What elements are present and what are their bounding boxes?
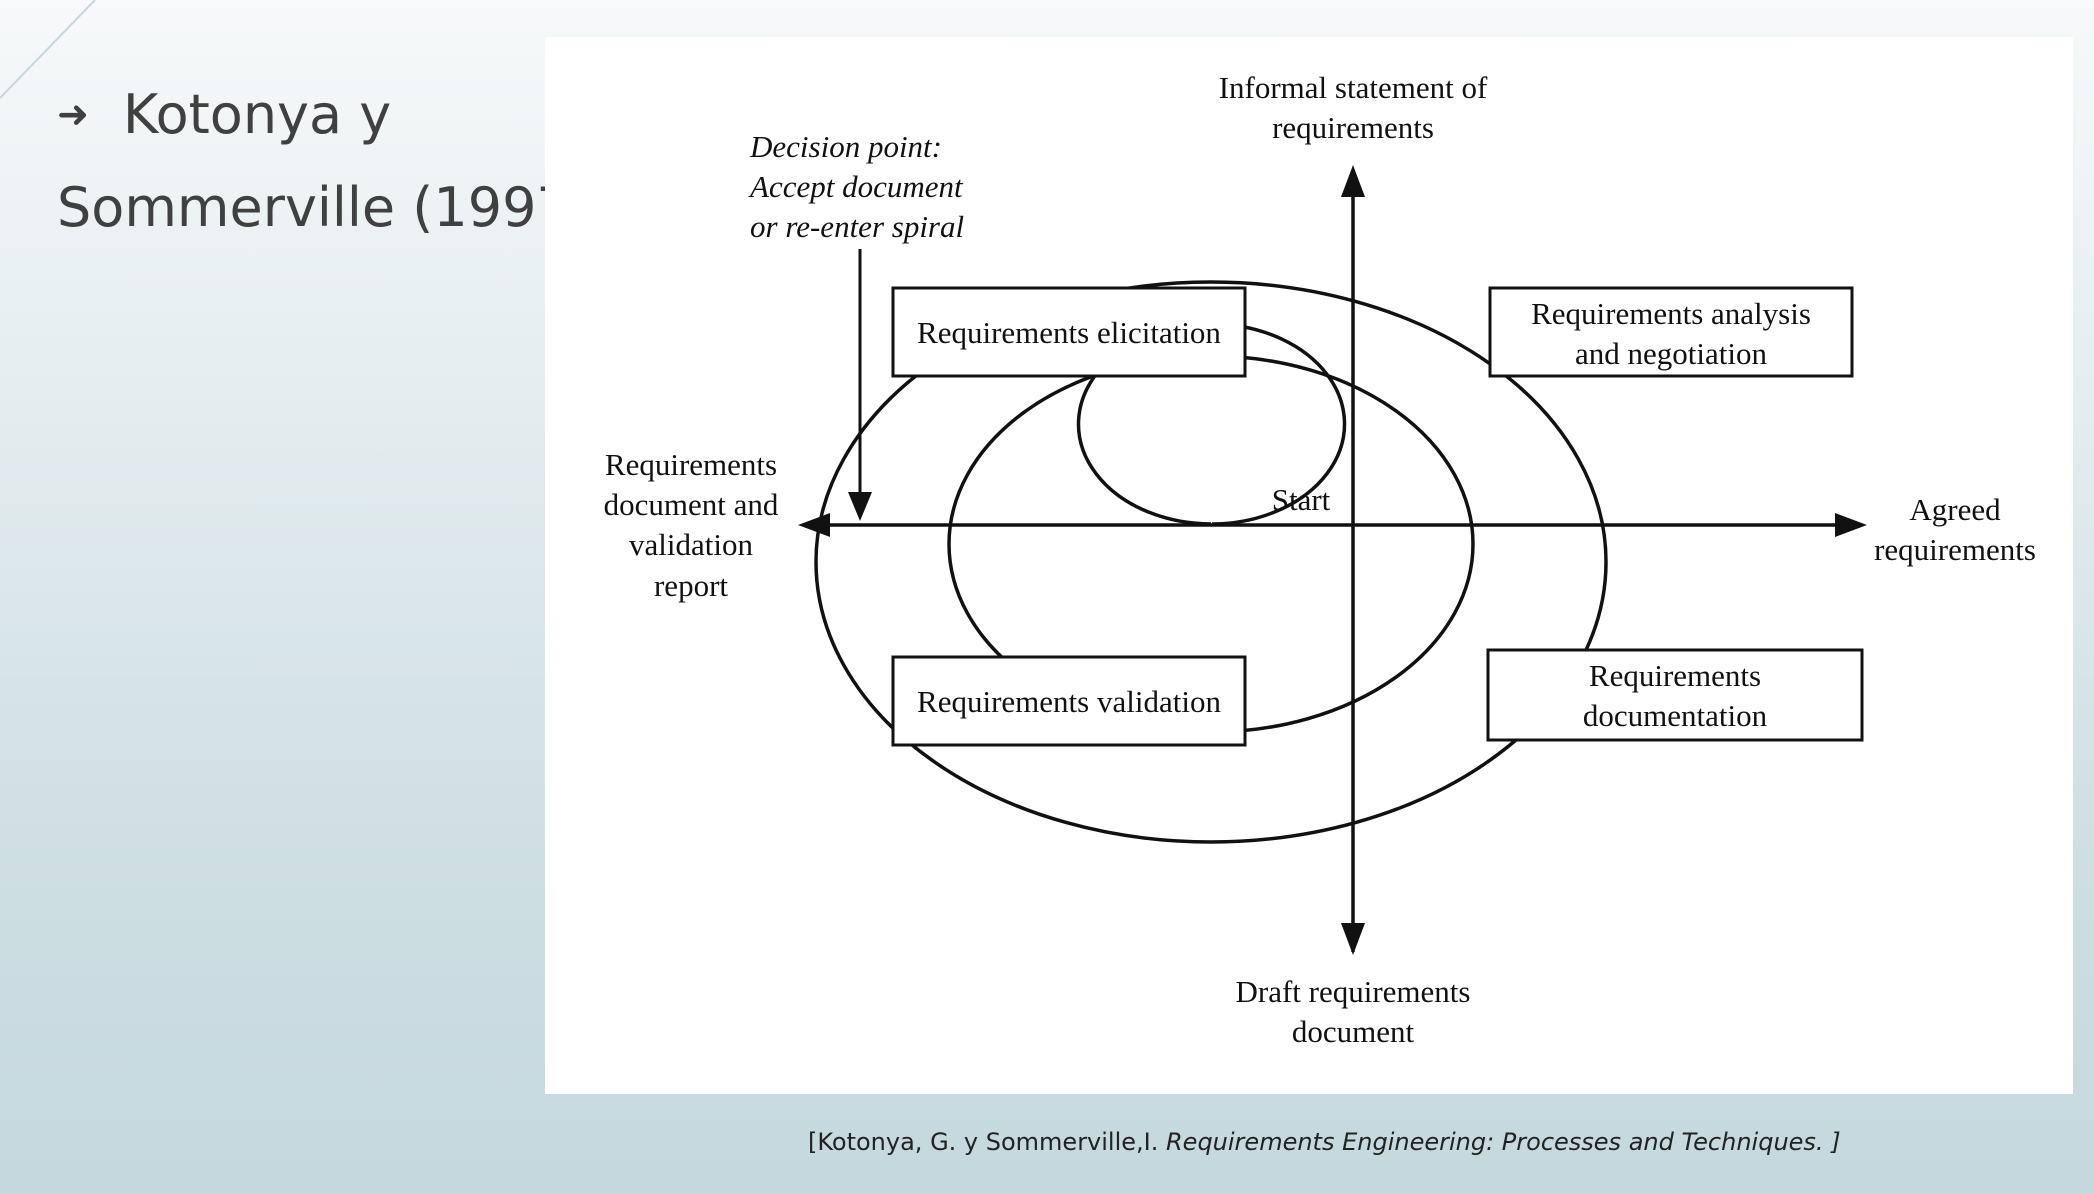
box-analysis [1488, 286, 1854, 378]
diagram-panel: Requirements elicitation Requirements an… [545, 37, 2073, 1094]
box-analysis-label-2: and negotiation [1575, 336, 1767, 371]
top-label-1: Informal statement of [1219, 70, 1488, 105]
bottom-label-2: document [1292, 1014, 1415, 1049]
citation-title: Requirements Engineering: Processes and … [1166, 1128, 1841, 1156]
decision-label-1: Decision point: [749, 129, 942, 164]
bullet-text-line2: Sommerville (1997) [57, 176, 592, 239]
decision-label-2: Accept document [748, 169, 964, 204]
box-validation [891, 655, 1247, 747]
right-label-2: requirements [1874, 532, 2036, 567]
spiral-outer-loop [814, 280, 1608, 844]
axis-arrow-left-icon [798, 513, 830, 537]
box-validation-label: Requirements validation [917, 684, 1221, 719]
citation-authors: [Kotonya, G. y Sommerville,I. [808, 1128, 1166, 1156]
box-documentation [1486, 648, 1864, 742]
decision-arrow-head-icon [848, 492, 872, 521]
axis-arrow-right-icon [1835, 513, 1867, 537]
left-label-4: report [654, 568, 728, 603]
axis-arrow-down-icon [1341, 923, 1365, 955]
bullet-item: ➜ Kotonya y [57, 82, 391, 147]
decision-label-3: or re-enter spiral [750, 209, 964, 244]
arrow-bullet-icon: ➜ [57, 92, 89, 136]
box-analysis-label-1: Requirements analysis [1531, 296, 1811, 331]
top-label-2: requirements [1272, 110, 1434, 145]
axis-arrow-up-icon [1341, 165, 1365, 197]
citation: [Kotonya, G. y Sommerville,I. Requiremen… [808, 1128, 1841, 1156]
box-elicitation-label: Requirements elicitation [917, 315, 1221, 350]
spiral-diagram: Requirements elicitation Requirements an… [604, 70, 2036, 1049]
right-label-1: Agreed [1909, 492, 2001, 527]
bottom-label-1: Draft requirements [1236, 974, 1471, 1009]
decorative-corner-line [0, 0, 96, 99]
left-label-1: Requirements [605, 447, 777, 482]
left-label-3: validation [629, 527, 753, 562]
left-label-2: document and [604, 487, 779, 522]
start-label: Start [1272, 482, 1331, 517]
bullet-text-line1: Kotonya y [122, 83, 392, 146]
box-documentation-label-1: Requirements [1589, 658, 1761, 693]
box-documentation-label-2: documentation [1583, 698, 1768, 733]
box-elicitation [891, 286, 1247, 378]
